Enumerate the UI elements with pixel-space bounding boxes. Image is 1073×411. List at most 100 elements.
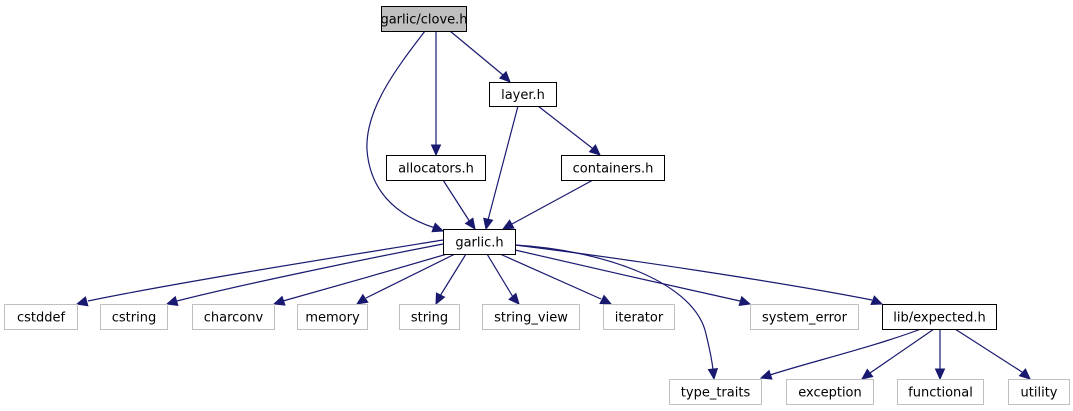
edge-line bbox=[499, 253, 602, 300]
edge-line bbox=[439, 253, 467, 297]
arrowhead-icon bbox=[707, 367, 719, 381]
node-label: layer.h bbox=[501, 88, 545, 103]
edge-line bbox=[442, 179, 471, 223]
edge-line bbox=[537, 105, 593, 149]
arrowhead-icon bbox=[435, 292, 446, 306]
edge-line bbox=[176, 243, 444, 302]
node-layer[interactable]: layer.h bbox=[489, 82, 557, 107]
edge-garlic-to-charconv bbox=[272, 253, 448, 306]
edge-garlic-to-expected bbox=[514, 244, 884, 305]
node-label: cstring bbox=[112, 311, 156, 326]
node-box bbox=[100, 304, 168, 330]
node-label: charconv bbox=[204, 311, 264, 326]
arrowhead-icon bbox=[501, 219, 515, 230]
node-label: utility bbox=[1021, 386, 1058, 401]
edge-allocators-to-garlic bbox=[442, 179, 476, 230]
edge-line bbox=[769, 328, 922, 376]
edge-line bbox=[282, 253, 448, 302]
node-string-view: string_view bbox=[482, 304, 580, 330]
edge-line bbox=[87, 239, 444, 302]
arrowhead-icon bbox=[483, 217, 494, 231]
edge-clove-to-garlic bbox=[366, 30, 445, 233]
node-box bbox=[4, 304, 78, 330]
node-exception: exception bbox=[786, 379, 874, 405]
arrowhead-icon bbox=[498, 70, 511, 83]
edge-line bbox=[365, 253, 456, 299]
edge-line bbox=[514, 244, 714, 371]
node-box bbox=[399, 304, 460, 330]
node-label: string_view bbox=[494, 311, 568, 326]
node-label: garlic.h bbox=[455, 236, 503, 251]
node-cstring: cstring bbox=[100, 304, 168, 330]
edge-line bbox=[487, 105, 519, 221]
edge-layer-to-garlic bbox=[483, 105, 519, 231]
nodes-layer: garlic/clove.h layer.h allocators.h contain… bbox=[4, 6, 1070, 405]
edge-expected-to-type_traits bbox=[759, 328, 922, 380]
edge-line bbox=[511, 179, 594, 225]
edge-line bbox=[366, 30, 436, 229]
edge-clove-to-allocators bbox=[430, 31, 442, 157]
edge-clove-to-layer bbox=[449, 30, 511, 83]
arrowhead-icon bbox=[508, 292, 520, 305]
edge-line bbox=[514, 244, 873, 301]
edge-garlic-to-cstring bbox=[165, 243, 444, 307]
edge-garlic-to-string bbox=[435, 253, 467, 306]
arrowhead-icon bbox=[738, 295, 752, 307]
node-functional: functional bbox=[897, 379, 984, 405]
edge-expected-to-functional bbox=[934, 329, 946, 381]
edge-garlic-to-memory bbox=[355, 253, 456, 305]
arrowhead-icon bbox=[934, 368, 946, 381]
node-label: iterator bbox=[615, 311, 664, 326]
node-garlic[interactable]: garlic.h bbox=[443, 229, 516, 255]
arrowhead-icon bbox=[355, 293, 369, 305]
edge-line bbox=[449, 30, 504, 76]
node-box bbox=[786, 379, 874, 405]
arrowhead-icon bbox=[870, 295, 884, 305]
node-iterator: iterator bbox=[603, 304, 675, 330]
node-allocators[interactable]: allocators.h bbox=[386, 155, 486, 181]
edge-expected-to-utility bbox=[954, 328, 1031, 380]
node-box bbox=[443, 229, 516, 255]
arrowhead-icon bbox=[75, 296, 89, 307]
node-label: cstddef bbox=[17, 311, 66, 326]
arrowhead-icon bbox=[759, 369, 773, 380]
node-label: system_error bbox=[762, 311, 848, 326]
node-label: string bbox=[411, 311, 448, 326]
node-box bbox=[897, 379, 984, 405]
node-box bbox=[1008, 379, 1070, 405]
edge-line bbox=[486, 253, 514, 298]
edge-line bbox=[869, 328, 935, 374]
edge-garlic-to-string_view bbox=[486, 253, 520, 305]
node-box bbox=[386, 155, 486, 181]
edges-layer bbox=[75, 30, 1031, 381]
node-cstddef: cstddef bbox=[4, 304, 78, 330]
node-utility: utility bbox=[1008, 379, 1070, 405]
arrowhead-icon bbox=[599, 294, 613, 305]
node-clove[interactable]: garlic/clove.h bbox=[380, 6, 468, 32]
node-box bbox=[603, 304, 675, 330]
node-box bbox=[297, 304, 368, 330]
arrowhead-icon bbox=[431, 222, 445, 233]
node-box bbox=[489, 82, 557, 107]
edge-garlic-to-cstddef bbox=[75, 239, 444, 307]
arrowhead-icon bbox=[430, 144, 442, 157]
node-box bbox=[669, 379, 762, 405]
node-memory: memory bbox=[297, 304, 368, 330]
arrowhead-icon bbox=[588, 144, 601, 156]
arrowhead-icon bbox=[861, 368, 874, 380]
edge-layer-to-containers bbox=[537, 105, 601, 156]
node-expected[interactable]: lib/expected.h bbox=[882, 304, 997, 330]
node-system-error: system_error bbox=[750, 304, 859, 330]
node-box bbox=[750, 304, 859, 330]
edge-garlic-to-type_traits bbox=[514, 244, 719, 381]
node-containers[interactable]: containers.h bbox=[561, 155, 665, 181]
node-label: type_traits bbox=[681, 386, 751, 401]
node-label: exception bbox=[798, 386, 862, 401]
edge-garlic-to-iterator bbox=[499, 253, 613, 305]
edge-containers-to-garlic bbox=[501, 179, 594, 230]
arrowhead-icon bbox=[165, 295, 179, 307]
node-box bbox=[882, 304, 997, 330]
arrowhead-icon bbox=[272, 295, 286, 306]
node-box bbox=[482, 304, 580, 330]
